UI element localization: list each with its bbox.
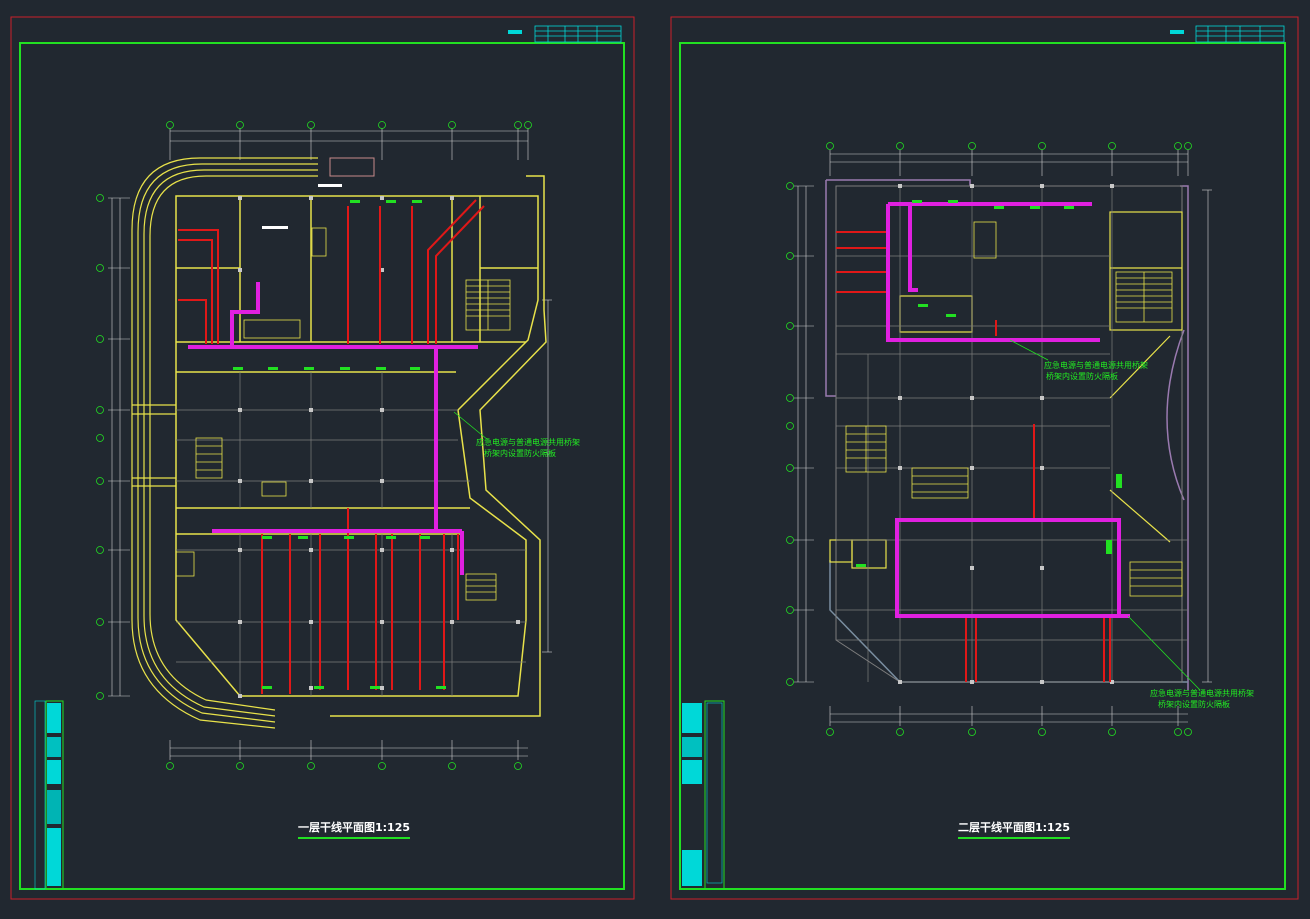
sheet-2-right-dimensions [1202,189,1212,683]
sheet-1-frame [19,42,625,890]
sheet-1-top-dimensions [169,128,529,160]
sheet-2-title-text: 二层干线平面图1:125 [958,821,1071,834]
sheet-1-branch-cables [178,199,485,694]
sheet-2-note2-leader [1127,615,1201,691]
sheet-floor-1[interactable] [10,16,635,900]
sheet-1-title-block [34,700,64,890]
sheet-2-tray-note-line-1: 应急电源与普通电源共用桥架 [1044,361,1148,370]
sheet-1-connectors [233,200,446,689]
sheet-2-title: 二层干线平面图1:125 [958,819,1071,839]
sheet-1-note-leader [453,411,489,441]
sheet-2-left-dimensions [794,185,814,683]
sheet-1-trunk-cable-trays [188,282,478,575]
sheet-2-stairs [845,221,1183,597]
sheet-1-tray-note: 应急电源与普通电源共用桥架 桥架内设置防火隔板 [476,437,580,459]
sheet-2-title-block [682,700,725,890]
sheet-1-room-boxes [262,184,342,229]
sheet-1-stairs [175,227,511,601]
sheet-1-tray-note-line-1: 应急电源与普通电源共用桥架 [476,438,580,447]
sheet-1-columns [238,196,520,698]
sheet-1-border [10,16,635,900]
sheet-floor-2[interactable] [670,16,1299,900]
sheet-2-tray-note-2-line-1: 应急电源与普通电源共用桥架 [1150,689,1254,698]
sheet-2-structural-grid [836,186,1188,682]
sheet-2-border [670,16,1299,900]
sheet-2-tray-note-line-2: 桥架内设置防火隔板 [1046,372,1118,381]
sheet-2-tray-note-2-line-2: 桥架内设置防火隔板 [1158,700,1230,709]
sheet-2-columns [898,184,1114,684]
sheet-2-title-underline [958,837,1071,839]
sheet-2-trunk-cable-trays [886,202,1130,618]
sheet-1-revision-table [508,25,622,43]
sheet-1-title-underline [298,837,411,839]
sheet-1-grid-bubbles-left [96,194,104,700]
sheet-1-entrance-canopy [329,157,375,177]
sheet-2-bottom-dimensions [829,706,1188,726]
sheet-1-structural-grid [176,372,526,696]
sheet-2-frame [679,42,1286,890]
sheet-1-left-dimensions [108,197,130,697]
sheet-1-grid-bubbles-top [166,121,532,770]
sheet-2-tray-note-2: 应急电源与普通电源共用桥架 桥架内设置防火隔板 [1150,688,1254,710]
sheet-2-revision-table [1170,25,1285,43]
sheet-2-branch-cables [836,231,1111,682]
sheet-1-bottom-dimensions [169,740,528,760]
sheet-2-grid-bubbles [786,142,1192,736]
sheet-1-curved-corridor [131,157,318,729]
sheet-1-title: 一层干线平面图1:125 [298,819,411,839]
sheet-2-connectors [856,200,1122,567]
sheet-2-tray-note: 应急电源与普通电源共用桥架 桥架内设置防火隔板 [1044,360,1148,382]
sheet-2-note-leader [1009,339,1049,361]
sheet-2-top-dimensions [829,150,1189,176]
sheet-1-title-text: 一层干线平面图1:125 [298,821,411,834]
sheet-1-tray-note-line-2: 桥架内设置防火隔板 [484,449,556,458]
